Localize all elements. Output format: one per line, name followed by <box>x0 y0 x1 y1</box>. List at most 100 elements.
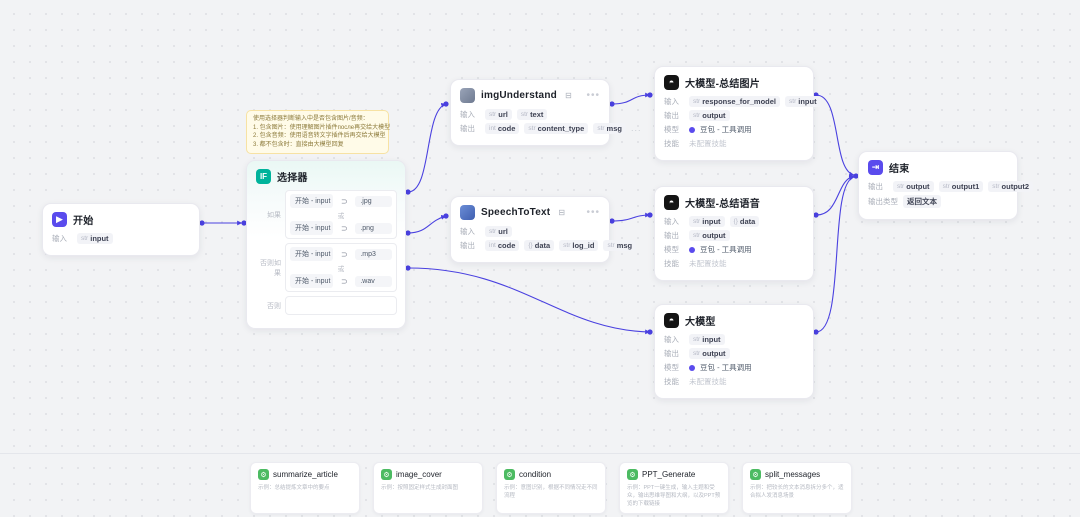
workflow-icon: ⚙ <box>258 469 269 480</box>
more-ports-icon[interactable]: ... <box>630 123 642 133</box>
card-description: 示例：PPT一键生成，输入主题和受众，输出思维导图和大纲，以及PPT预览的下载链… <box>627 485 721 507</box>
port-name: data <box>534 241 551 250</box>
node-llm-audio-summary[interactable]: ◓ 大模型-总结语音 输入 str input {} data 输出 <box>654 186 814 281</box>
node-llm1-output-row: 输出 str output <box>664 110 804 121</box>
node-llm-plain[interactable]: ◓ 大模型 输入 str input 输出 str output <box>654 304 814 399</box>
workflow-canvas[interactable]: 使用选择器判断输入中是否包含图片/音频： 1. 包含图片：使用理解图片插件пос… <box>0 0 1080 454</box>
condition-value[interactable]: .wav <box>355 275 392 287</box>
port-type: str <box>520 111 529 118</box>
node-selector-body: 如果 开始 - input ⊃ .jpg 或 开始 - input ⊃ .png <box>247 190 405 328</box>
condition-box[interactable]: 开始 - input ⊃ .jpg 或 开始 - input ⊃ .png <box>285 190 397 239</box>
port-name: data <box>739 217 756 226</box>
condition-field[interactable]: 开始 - input <box>290 194 334 208</box>
port-type: str <box>563 242 571 249</box>
template-card-list: ⚙ summarize_article 示例：总结提炼文章中的要点 ⚙ imag… <box>250 462 852 514</box>
template-card[interactable]: ⚙ image_cover 示例：按照固定样式生成封面图 <box>373 462 483 514</box>
note-line-3: 3. 都不包含时：直接由大模型回复 <box>253 141 344 148</box>
sticky-note[interactable]: 使用选择器判断输入中是否包含图片/音频： 1. 包含图片：使用理解图片插件пос… <box>246 110 390 154</box>
llm-icon: ◓ <box>664 313 679 328</box>
port-chip: str input <box>785 96 821 107</box>
port-chip: str input <box>689 216 725 227</box>
model-value: 豆包 - 工具调用 <box>700 125 752 134</box>
port-type: str <box>597 125 605 132</box>
card-title: condition <box>519 470 552 479</box>
card-description: 示例：总结提炼文章中的要点 <box>258 485 330 491</box>
node-llm2-output-row: 输出 str output <box>664 230 804 241</box>
card-title: summarize_article <box>273 470 338 479</box>
more-options-icon[interactable]: ••• <box>586 206 600 218</box>
node-llm3-title: 大模型 <box>685 317 716 328</box>
condition-field[interactable]: 开始 - input <box>290 247 334 261</box>
port-name: input <box>90 234 109 243</box>
node-img-understand[interactable]: imgUnderstand ⊟ ••• 输入 str url str text <box>450 79 641 146</box>
node-end[interactable]: ⇥ 结束 输出 str output str output1 str <box>858 151 1034 220</box>
port-name: code <box>497 124 516 133</box>
skill-value: 未配置技能 <box>689 259 727 268</box>
template-card[interactable]: ⚙ PPT_Generate 示例：PPT一键生成，输入主题和受众，输出思维导图… <box>619 462 729 514</box>
node-start[interactable]: ▶ 开始 输入 str input <box>42 203 200 256</box>
model-dot-icon <box>689 126 695 133</box>
condition-row[interactable]: 开始 - input ⊃ .jpg <box>290 194 392 208</box>
node-img-header: imgUnderstand ⊟ ••• <box>451 80 609 109</box>
output-type-value: 返回文本 <box>903 195 941 208</box>
template-card[interactable]: ⚙ split_messages 示例：把较长的文本消息拆分多个，适合拟人发消息… <box>742 462 852 514</box>
condition-operator[interactable]: ⊃ <box>340 249 348 259</box>
port-type: str <box>789 98 797 105</box>
condition-row[interactable]: 开始 - input ⊃ .mp3 <box>290 247 392 261</box>
plugin-img-icon <box>460 88 475 103</box>
condition-operator[interactable]: ⊃ <box>340 276 348 286</box>
port-name: input <box>702 335 721 344</box>
condition-operator[interactable]: ⊃ <box>340 223 348 233</box>
edge-img-llm1 <box>611 92 651 105</box>
edge-llm1-end <box>815 94 855 177</box>
template-card[interactable]: ⚙ condition 示例：意图识别，根据不同情况走不同流程 <box>496 462 606 514</box>
skill-label: 技能 <box>664 377 679 386</box>
edge-stt-llm2 <box>611 212 651 222</box>
port-name: output1 <box>951 182 980 191</box>
port-chip: str output <box>893 181 934 192</box>
port-type: str <box>489 111 497 118</box>
port-type: str <box>81 235 89 242</box>
condition-value[interactable]: .jpg <box>355 195 392 207</box>
node-llm2-title: 大模型-总结语音 <box>685 199 760 210</box>
node-llm3-input-row: 输入 str input <box>664 334 804 345</box>
condition-field[interactable]: 开始 - input <box>290 274 334 288</box>
node-speech-to-text[interactable]: SpeechToText ⊟ ••• 输入 str url 输出 int cod… <box>450 196 637 263</box>
port-chip: {} data <box>729 216 760 227</box>
condition-row[interactable]: 开始 - input ⊃ .wav <box>290 274 392 288</box>
condition-value[interactable]: .png <box>355 222 392 234</box>
port-chip: str log_id <box>559 240 599 251</box>
port-name: url <box>498 227 508 236</box>
condition-box[interactable]: 开始 - input ⊃ .mp3 或 开始 - input ⊃ .wav <box>285 243 397 292</box>
condition-operator[interactable]: ⊃ <box>340 196 348 206</box>
input-label: 输入 <box>52 234 67 243</box>
if-icon: IF <box>256 169 271 184</box>
condition-value[interactable]: .mp3 <box>355 248 392 260</box>
branch-label: 否则 <box>267 302 281 310</box>
input-label: 输入 <box>664 335 679 344</box>
port-type: str <box>693 112 701 119</box>
node-stt-header: SpeechToText ⊟ ••• <box>451 197 609 226</box>
more-options-icon[interactable]: ••• <box>586 89 600 101</box>
condition-row[interactable]: 开始 - input ⊃ .png <box>290 221 392 235</box>
port-chip: str input <box>77 233 113 244</box>
port-chip: str msg <box>593 123 626 134</box>
condition-empty-box[interactable] <box>285 296 397 315</box>
skill-label: 技能 <box>664 259 679 268</box>
port-chip: str input <box>689 334 725 345</box>
node-llm3-output-row: 输出 str output <box>664 348 804 359</box>
edge-llm3-end <box>815 175 855 333</box>
node-selector-header: IF 选择器 <box>247 161 405 190</box>
node-llm1-skill-row: 技能 未配置技能 <box>664 138 804 149</box>
port-chip: str url <box>485 226 512 237</box>
node-start-title: 开始 <box>73 216 94 227</box>
template-card[interactable]: ⚙ summarize_article 示例：总结提炼文章中的要点 <box>250 462 360 514</box>
port-chip: str output <box>689 348 730 359</box>
node-selector[interactable]: IF 选择器 如果 开始 - input ⊃ .jpg 或 开始 - input <box>246 160 406 329</box>
port-type: str <box>693 218 701 225</box>
condition-field[interactable]: 开始 - input <box>290 221 334 235</box>
node-llm-image-summary[interactable]: ◓ 大模型-总结图片 输入 str response_for_model str… <box>654 66 821 161</box>
workflow-icon: ⚙ <box>504 469 515 480</box>
input-label: 输入 <box>460 110 475 119</box>
note-line-2: 2. 包含音频：使用语音转文字插件后再交给大模型 <box>253 133 386 139</box>
